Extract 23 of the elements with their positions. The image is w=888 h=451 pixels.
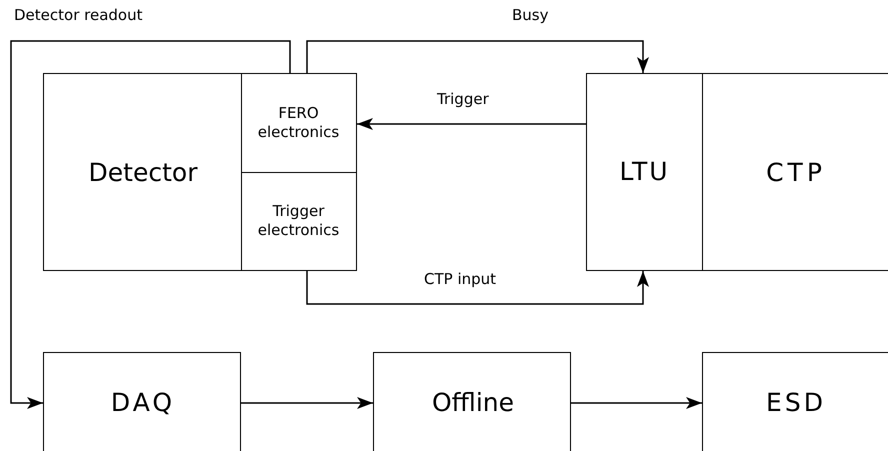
- node-label: CTP: [766, 157, 826, 189]
- arrow: [306, 271, 649, 305]
- node-label: Offline: [432, 386, 514, 418]
- detector-box: [43, 73, 357, 271]
- node-label: Detector: [88, 157, 198, 189]
- arrow: [10, 40, 291, 409]
- node-label: LTU: [619, 156, 670, 188]
- node-label: ESD: [766, 386, 826, 418]
- data-box: [702, 352, 888, 451]
- unit-box: [586, 73, 703, 271]
- arrow: [306, 40, 649, 73]
- node-label: DAQ: [110, 386, 176, 418]
- node-label: Trigger electronics: [256, 202, 340, 240]
- arrow: [571, 397, 702, 409]
- edge-label: Busy: [510, 6, 550, 24]
- process-box: [373, 352, 571, 451]
- processor-box: [702, 73, 888, 271]
- edge-label: Trigger: [435, 90, 491, 108]
- arrow: [241, 397, 373, 409]
- edge-label: CTP input: [422, 270, 498, 288]
- process-box: [43, 352, 241, 451]
- arrow: [357, 118, 586, 130]
- node-label: FERO electronics: [256, 104, 340, 142]
